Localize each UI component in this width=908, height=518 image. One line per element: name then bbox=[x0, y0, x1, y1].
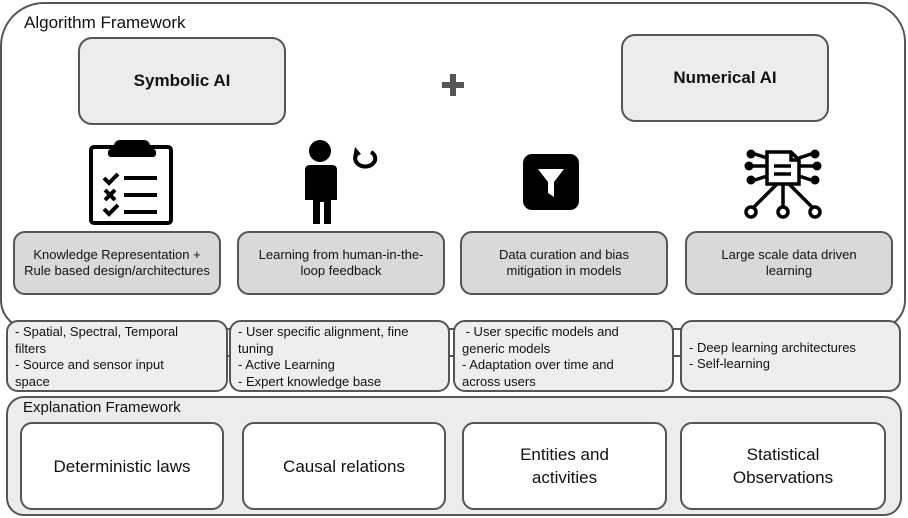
detail-box-user-models: - User specific models and generic model… bbox=[453, 320, 674, 392]
detail-line: - Expert knowledge base bbox=[238, 373, 382, 389]
detail-line: space bbox=[15, 373, 50, 389]
explanation-label: Statistical Observations bbox=[732, 445, 834, 487]
detail-line: filters bbox=[15, 340, 47, 356]
detail-line: - Deep learning architectures bbox=[689, 339, 856, 355]
numerical-ai-label: Numerical AI bbox=[673, 68, 777, 87]
category-label: Large scale data driven learning bbox=[721, 247, 857, 278]
algorithm-framework-title: Algorithm Framework bbox=[24, 13, 186, 32]
detail-box-deep-learning: - Deep learning architectures - Self-lea… bbox=[680, 320, 901, 392]
category-label: Data curation and bias mitigation in mod… bbox=[498, 247, 630, 278]
explanation-entities-activities: Entities and activities bbox=[462, 422, 667, 510]
explanation-label: Entities and activities bbox=[520, 445, 609, 487]
detail-line: - Spatial, Spectral, Temporal bbox=[15, 324, 179, 339]
clipboard-checklist-icon bbox=[89, 140, 173, 225]
numerical-ai-box: Numerical AI bbox=[621, 34, 829, 122]
explanation-statistical-observations: Statistical Observations bbox=[680, 422, 886, 510]
detail-line: - User specific alignment, fine bbox=[238, 324, 409, 339]
human-feedback-loop-icon bbox=[305, 140, 378, 224]
detail-line: - Self-learning bbox=[689, 356, 770, 371]
category-large-scale-learning: Large scale data driven learning bbox=[685, 231, 893, 295]
explanation-label: Deterministic laws bbox=[53, 456, 191, 476]
explanation-label: Causal relations bbox=[283, 456, 405, 476]
connector-line bbox=[672, 355, 682, 357]
category-human-in-the-loop: Learning from human-in-the-loop feedback bbox=[237, 231, 445, 295]
detail-line: across users bbox=[462, 373, 536, 389]
detail-line: - User specific models and bbox=[462, 324, 619, 339]
detail-line: generic models bbox=[462, 340, 551, 356]
category-label: Learning from human-in-the-loop feedback bbox=[258, 247, 424, 278]
detail-box-filters: - Spatial, Spectral, Temporal filters - … bbox=[6, 320, 228, 392]
explanation-deterministic-laws: Deterministic laws bbox=[20, 422, 224, 510]
detail-line: tuning bbox=[238, 340, 274, 356]
plus-icon bbox=[442, 74, 464, 96]
data-network-icon bbox=[744, 149, 822, 219]
detail-line: - Active Learning bbox=[238, 357, 335, 372]
detail-line: - Source and sensor input bbox=[15, 357, 164, 372]
explanation-framework-title: Explanation Framework bbox=[23, 399, 181, 416]
category-data-curation: Data curation and bias mitigation in mod… bbox=[460, 231, 668, 295]
category-knowledge-representation: Knowledge Representation + Rule based de… bbox=[13, 231, 221, 295]
detail-box-alignment: - User specific alignment, fine tuning -… bbox=[229, 320, 450, 392]
category-label: Knowledge Representation + Rule based de… bbox=[24, 247, 210, 278]
symbolic-ai-box: Symbolic AI bbox=[78, 37, 286, 125]
filter-icon bbox=[523, 154, 579, 210]
symbolic-ai-label: Symbolic AI bbox=[133, 71, 231, 90]
connector-line bbox=[226, 355, 231, 357]
detail-line: - Adaptation over time and bbox=[462, 357, 614, 372]
explanation-causal-relations: Causal relations bbox=[242, 422, 446, 510]
connector-line bbox=[448, 355, 455, 357]
